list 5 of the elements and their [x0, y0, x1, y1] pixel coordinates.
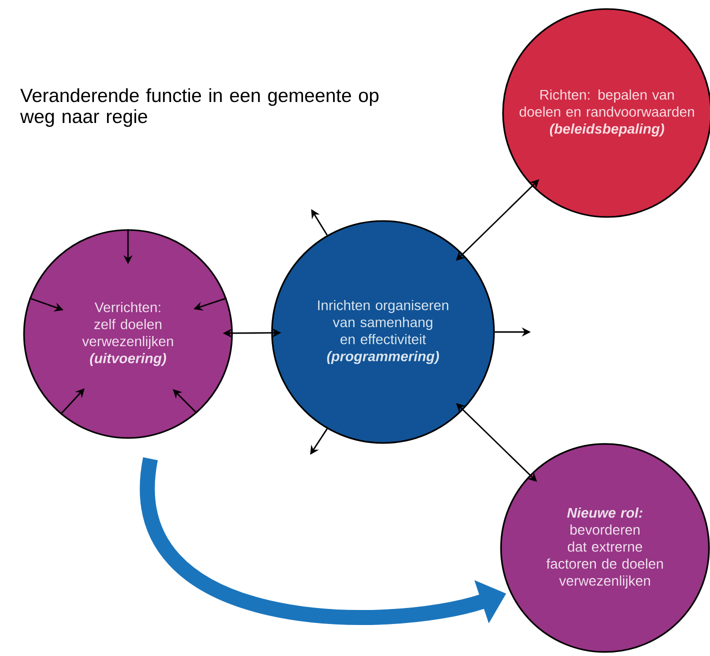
title: Veranderende functie in een gemeente op weg naar regie — [20, 88, 378, 127]
circle-node: Verrichten: zelf doelen verwezenlijken (uitvoering) — [23, 229, 233, 439]
circle-node: Richten: bepalen van doelen en randvoorwaarden (beleidsbepaling) — [502, 8, 710, 218]
circle-node: Nieuwe rol: bevorderen dat extrerne factoren de doelen verwezenlijken — [500, 443, 710, 653]
circle-node: Inrichten organiseren van samenhang en effectiviteit (programmering) — [271, 220, 495, 444]
